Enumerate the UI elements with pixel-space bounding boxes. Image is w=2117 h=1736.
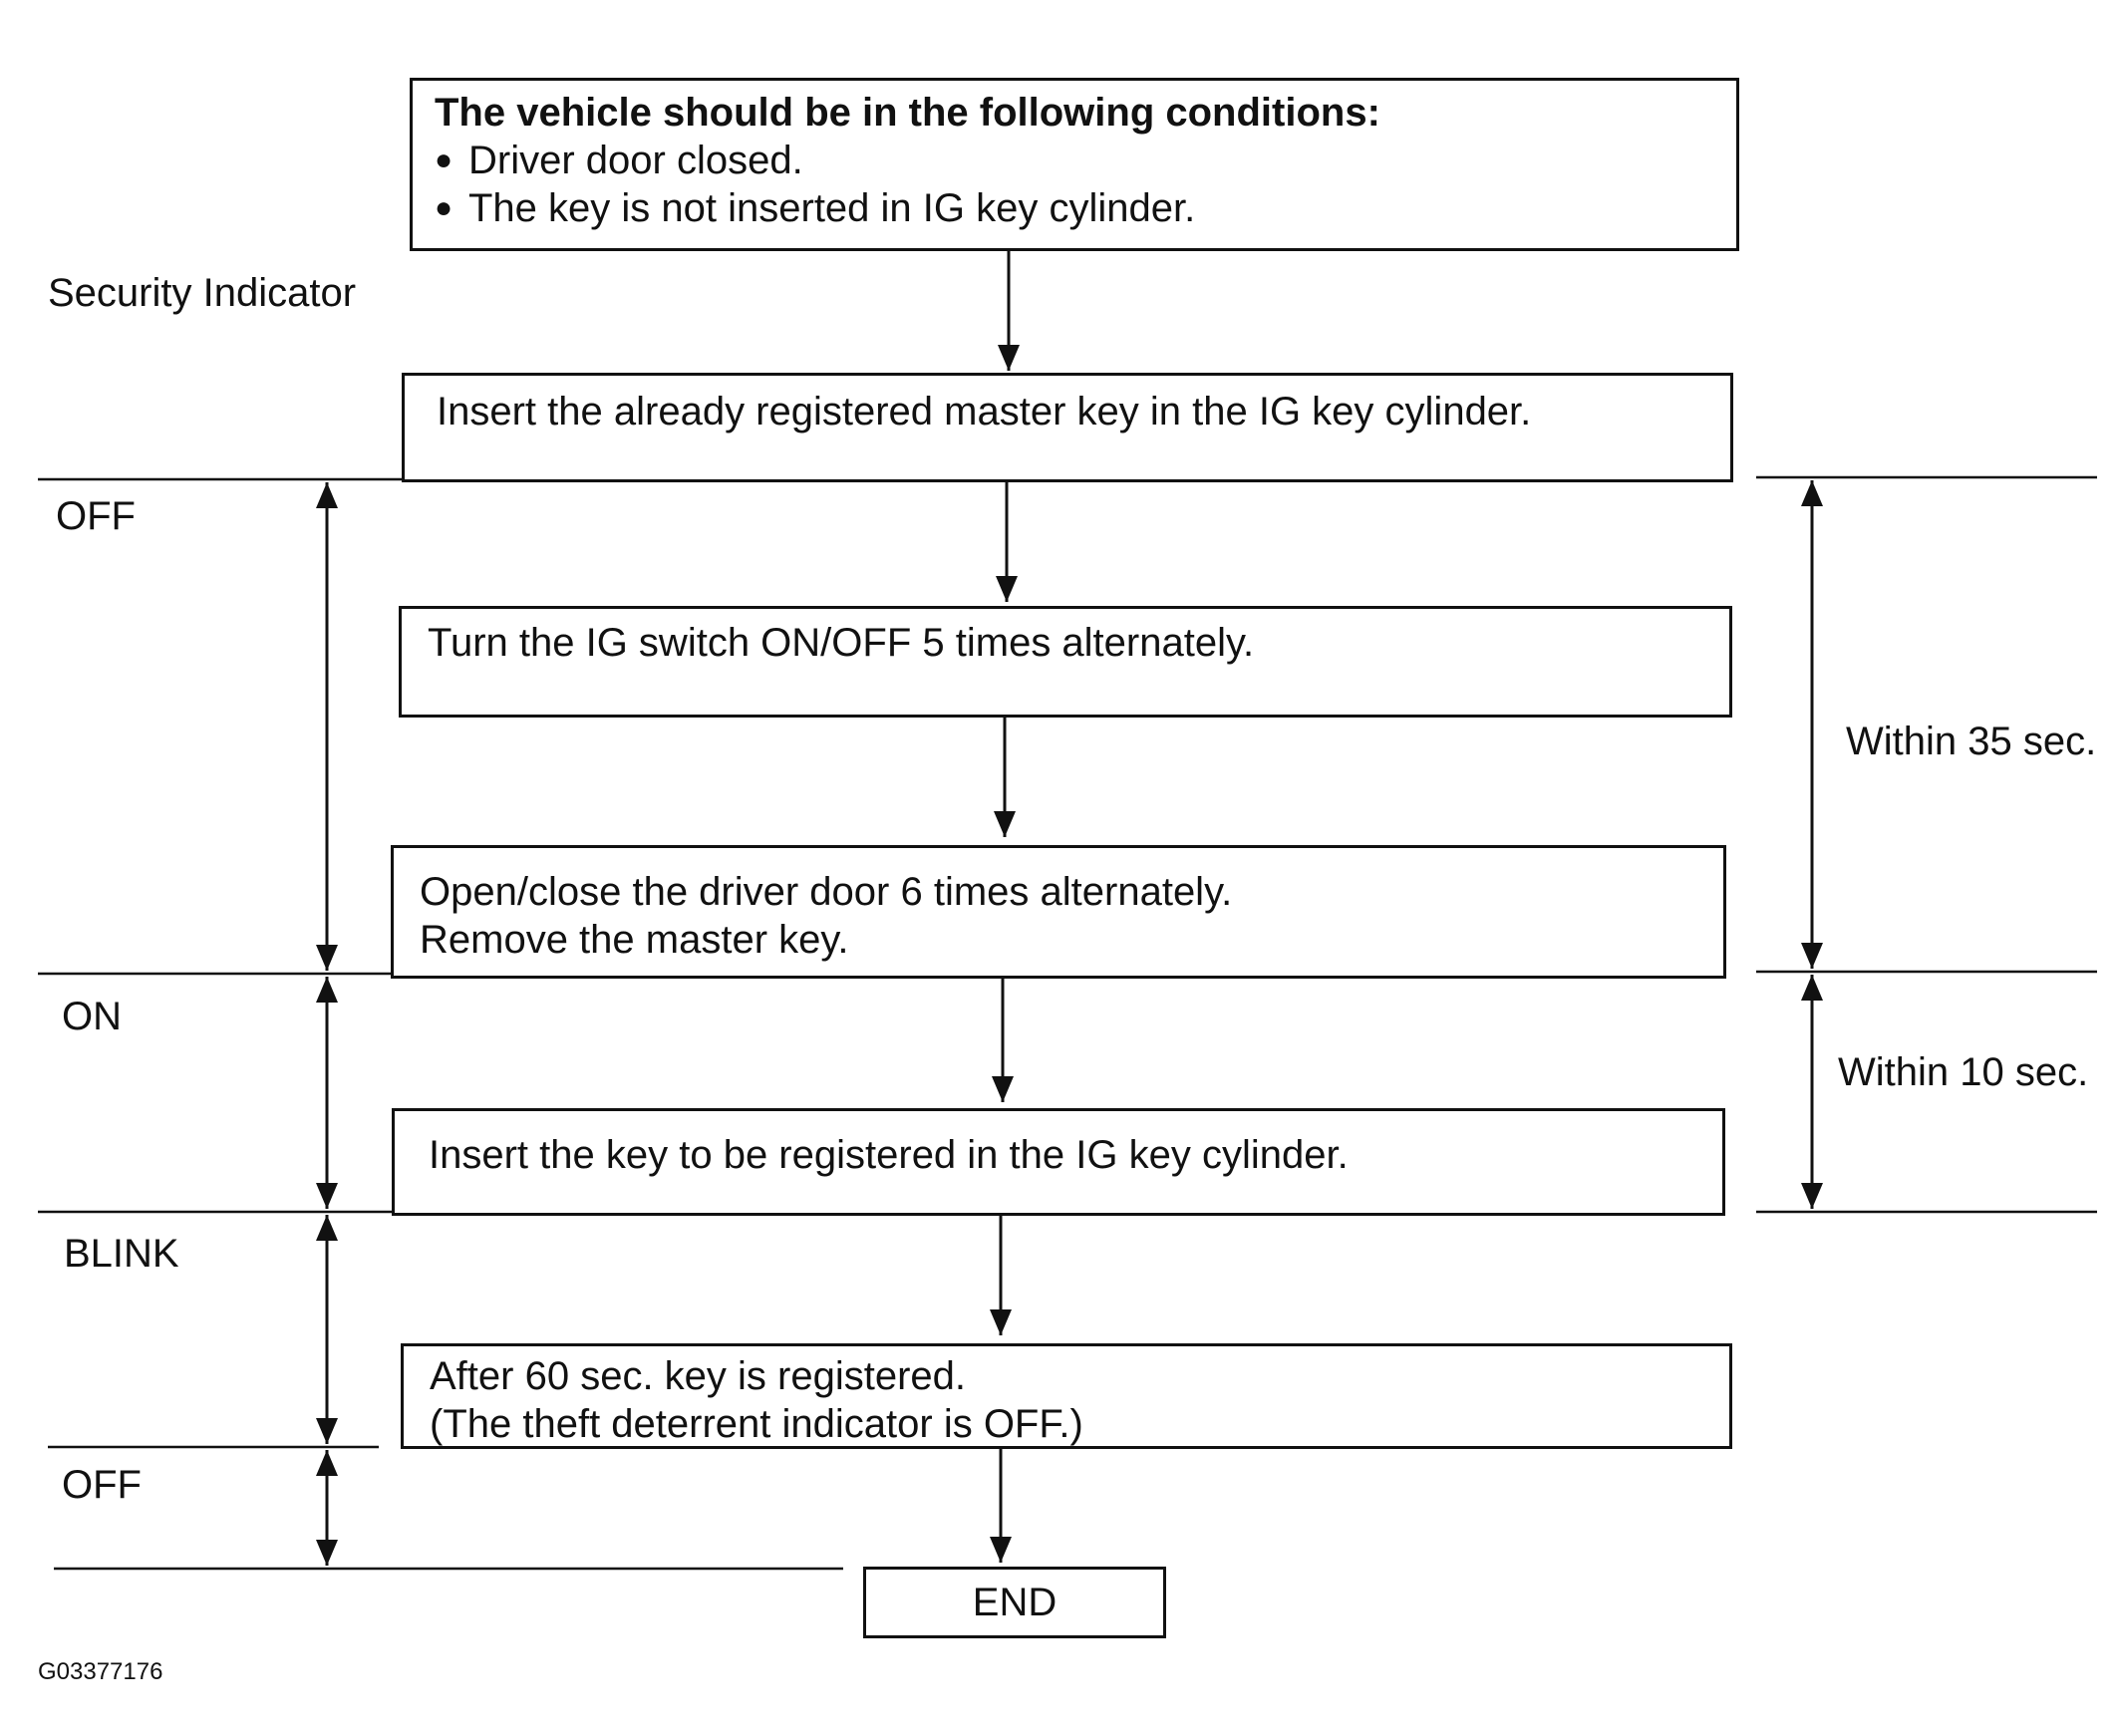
timing-lines	[1756, 475, 2097, 1214]
step-box-2: Turn the IG switch ON/OFF 5 times altern…	[399, 606, 1732, 718]
figure-id: G03377176	[38, 1658, 163, 1685]
state-label-on: ON	[62, 995, 122, 1038]
step-text: After 60 sec. key is registered.	[430, 1354, 967, 1398]
end-label: END	[972, 1581, 1058, 1624]
timing-label-10s: Within 10 sec.	[1838, 1050, 2089, 1094]
step-text: Insert the key to be registered in the I…	[429, 1133, 1349, 1177]
conditions-title: The vehicle should be in the following c…	[435, 91, 1380, 135]
state-label-blink: BLINK	[64, 1232, 179, 1276]
step-text: Open/close the driver door 6 times alter…	[420, 870, 1233, 914]
step-box-1: Insert the already registered master key…	[402, 373, 1733, 482]
indicator-lines	[38, 477, 843, 1571]
step-text: Insert the already registered master key…	[437, 390, 1532, 434]
conditions-box: The vehicle should be in the following c…	[410, 78, 1739, 251]
state-label-off-2: OFF	[62, 1463, 142, 1507]
condition-item: Driver door closed.	[435, 137, 1736, 184]
condition-item: The key is not inserted in IG key cylind…	[435, 184, 1736, 232]
state-label-off: OFF	[56, 494, 136, 538]
step-text: (The theft deterrent indicator is OFF.)	[430, 1402, 1083, 1446]
step-text: Turn the IG switch ON/OFF 5 times altern…	[428, 621, 1255, 665]
end-box: END	[863, 1567, 1166, 1638]
flow-arrows	[990, 249, 1020, 1563]
step-box-5: After 60 sec. key is registered. (The th…	[401, 1343, 1732, 1449]
step-box-4: Insert the key to be registered in the I…	[392, 1108, 1725, 1216]
step-box-3: Open/close the driver door 6 times alter…	[391, 845, 1726, 979]
step-text: Remove the master key.	[420, 918, 849, 962]
timing-label-35s: Within 35 sec.	[1846, 720, 2097, 763]
security-indicator-label: Security Indicator	[48, 271, 357, 315]
